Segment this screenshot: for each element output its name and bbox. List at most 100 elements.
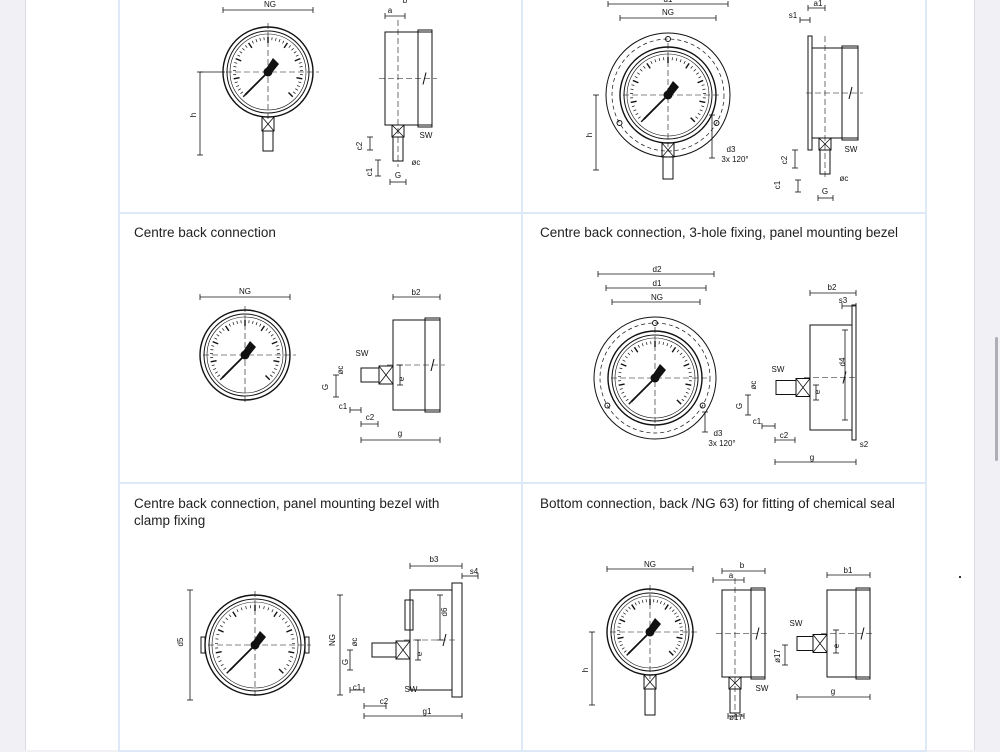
dimension-label: b2 [828,283,837,292]
dial-tick [285,621,287,623]
dial-tick [676,637,682,638]
dimension-label: a [729,571,734,580]
needle-hub [264,68,272,76]
dial-tick [647,63,650,68]
dial-tick [252,41,253,44]
dial-tick [623,613,625,615]
dial-tick [252,321,253,324]
threaded-connection [776,381,796,395]
dial-tick [234,62,237,63]
dial-tick [287,625,290,626]
dial-tick [672,610,674,612]
dial-tick [219,331,221,333]
dial-tick [622,648,625,650]
dimension-label: b [740,561,745,570]
dial-tick [646,342,647,345]
dial-tick [663,342,664,345]
stray-dot [959,576,961,578]
dial-tick [626,399,628,401]
dial-tick [261,326,264,331]
dial-tick [219,660,222,661]
dial-tick [674,651,676,653]
dial-tick [685,360,688,361]
dial-tick [268,331,270,333]
dial-tick [682,399,684,401]
dial-tick [698,80,704,82]
dimension-label: g1 [423,707,432,716]
dial-tick [266,376,270,380]
dial-tick [698,113,701,115]
dial-tick [632,106,635,107]
dial-tick [677,350,679,352]
dimension-label: h [585,133,594,137]
dial-tick [260,38,261,41]
dial-tick [274,612,277,617]
dial-tick [279,39,280,42]
dial-tick [226,326,229,331]
dial-tick [237,321,238,324]
dial-tick [684,61,685,64]
dial-tick [242,48,244,50]
dial-tick [289,45,291,47]
clamp-screw [405,600,413,630]
dial-tick [679,641,682,642]
dimension-label: d2 [653,265,662,274]
dial-tick [686,63,689,68]
dial-tick [679,623,682,624]
dial-tick [236,85,239,86]
dial-tick [229,324,230,327]
fixing-hole [617,121,622,126]
dial-tick [217,656,220,657]
panel-flange [852,305,856,440]
dial-tick [695,117,697,119]
dial-tick [685,384,691,385]
dial-tick [286,630,292,632]
dial-tick [670,345,671,348]
dial-tick [621,616,624,617]
dial-tick [657,600,658,603]
dial-tick [669,651,673,655]
threaded-connection [645,689,655,715]
dimension-label: a [388,6,393,15]
dial-tick [284,43,287,48]
dial-tick [296,55,299,56]
dial-tick [272,342,278,344]
dial-tick [295,59,301,61]
dimension-label: NG [662,8,674,17]
gauge-needle [222,355,245,378]
dial-tick [677,400,681,404]
dimension-label: NG [239,287,251,296]
dimension-label: e [397,376,406,381]
dial-tick [294,51,296,53]
dimension-label: d1 [664,0,673,4]
dial-tick [680,353,682,355]
scrollbar[interactable] [995,337,998,461]
dial-tick [688,368,691,369]
dial-tick [226,618,228,620]
dial-tick [275,365,278,366]
gauge-needle [245,72,268,95]
dial-tick [619,368,622,369]
dial-tick [276,345,279,346]
dial-tick [686,392,689,393]
dial-tick [272,372,275,374]
dial-tick [241,607,242,610]
dial-tick [283,41,284,44]
dial-tick [217,634,220,635]
dial-tick [655,59,656,62]
threaded-connection [361,368,379,382]
dial-tick [212,365,215,366]
dial-tick [700,110,703,111]
dial-tick [222,328,224,330]
dial-tick [635,603,636,606]
dial-tick [628,353,630,355]
dimension-label: SW [845,145,858,154]
dimension-label: e [813,389,822,394]
dimension-label: b [403,0,408,5]
dial-tick [659,58,660,61]
dial-tick [631,85,634,86]
dial-tick [291,48,293,50]
dial-tick [241,92,243,94]
dial-tick [221,664,224,666]
dial-tick [233,322,234,325]
